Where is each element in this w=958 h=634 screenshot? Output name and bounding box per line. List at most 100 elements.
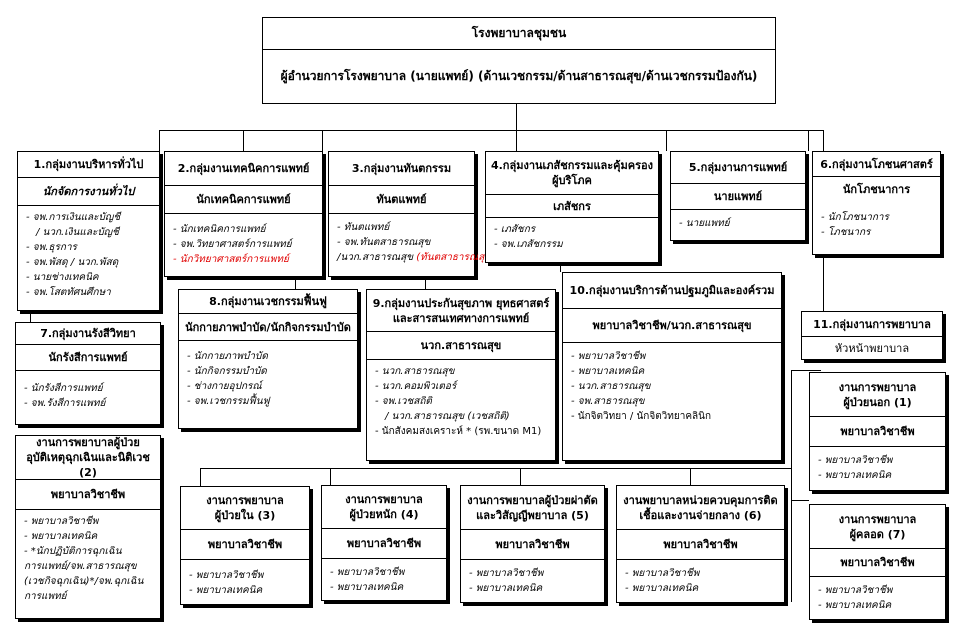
nursing-ic-title-line2: เชื้อและงานจ่ายกลาง (6): [639, 508, 762, 522]
group-10-title: 10.กลุ่มงานบริการด้านปฐมภูมิและองค์รวม: [569, 284, 775, 297]
list-item: - นักสังคมสงเคราะห์ * (รพ.ขนาด M1): [375, 426, 542, 437]
group-6-list: - นักโภชนาการ - โภชนากร: [813, 202, 940, 240]
nursing-opd-title-line2: ผู้ป่วยนอก (1): [843, 395, 912, 409]
group-11-header: 11.กลุ่มงานการพยาบาล: [802, 312, 942, 337]
nursing-icu-position-section: พยาบาลวิชาชีพ: [322, 529, 446, 559]
group-4-list: - เภสัชกร - จพ.เภสัชกรรม: [486, 218, 658, 252]
nursing-opd-header: งานการพยาบาล ผู้ป่วยนอก (1): [810, 373, 945, 417]
group-5-position: นายแพทย์: [713, 190, 763, 203]
connector-g1: [159, 130, 160, 151]
nursing-er-position: พยาบาลวิชาชีพ: [50, 488, 126, 501]
group-4-title-line2: ผู้บริโภค: [552, 174, 592, 187]
nursing-ic-position-section: พยาบาลวิชาชีพ: [617, 530, 784, 560]
group-9-position-section: นวก.สาธารณสุข: [367, 332, 555, 360]
list-item: - จพ.โสตทัศนศึกษา: [26, 287, 111, 298]
list-item: - พยาบาลเทคนิค: [818, 470, 892, 481]
group-1-box: 1.กลุ่มงานบริหารทั่วไป นักจัดการงานทั่วไ…: [17, 151, 160, 311]
list-item: - จพ.เภสัชกรรม: [494, 239, 563, 250]
list-item: - นักโภชนาการ: [821, 212, 889, 223]
connector-n3: [200, 468, 201, 486]
nursing-or-position: พยาบาลวิชาชีพ: [495, 538, 570, 551]
list-item: - จพ.วิทยาศาสตร์การแพทย์: [173, 239, 292, 250]
list-item: - พยาบาลวิชาชีพ: [469, 568, 544, 579]
group-4-header: 4.กลุ่มงานเภสัชกรรมและคุ้มครอง ผู้บริโภค: [486, 152, 658, 195]
nursing-labor-title-line1: งานการพยาบาล: [838, 512, 917, 526]
nursing-ipd-title-line2: ผู้ป่วยใน (3): [214, 509, 276, 522]
group-8-title: 8.กลุ่มงานเวชกรรมฟื้นฟู: [209, 295, 327, 308]
list-item: / นวก.เงินและบัญชี: [36, 227, 119, 238]
list-item: - พยาบาลเทคนิค: [625, 583, 699, 594]
group-9-box: 9.กลุ่มงานประกันสุขภาพ ยุทธศาสตร์ และสาร…: [366, 289, 556, 461]
group-1-position-section: นักจัดการงานทั่วไป: [18, 178, 159, 206]
list-item: / นวก.สาธารณสุข (เวชสถิติ): [385, 411, 510, 422]
list-item-text: /นวก.สาธารณสุข: [337, 252, 414, 263]
connector-g2: [243, 130, 244, 151]
connector-nursing-bus: [200, 468, 792, 469]
group-3-position: ทันตแพทย์: [376, 193, 427, 206]
list-item: - พยาบาลเทคนิค: [571, 366, 645, 377]
connector-n7: [791, 500, 809, 501]
group-5-list: - นายแพทย์: [671, 210, 805, 231]
group-8-box: 8.กลุ่มงานเวชกรรมฟื้นฟู นักกายภาพบำบัด/น…: [178, 289, 358, 429]
group-3-box: 3.กลุ่มงานทันตกรรม ทันตแพทย์ - ทันตแพทย์…: [328, 151, 495, 277]
list-item: - พยาบาลเทคนิค: [189, 585, 263, 596]
director-title: ผู้อำนวยการโรงพยาบาล (นายแพทย์) (ด้านเวช…: [280, 69, 758, 83]
list-item: - พยาบาลวิชาชีพ: [818, 455, 893, 466]
connector-top-down: [516, 104, 517, 130]
group-1-position: นักจัดการงานทั่วไป: [42, 185, 135, 198]
nursing-labor-position-section: พยาบาลวิชาชีพ: [810, 549, 945, 577]
list-item: - พยาบาลวิชาชีพ: [571, 351, 646, 362]
list-item: - นวก.สาธารณสุข: [571, 381, 651, 392]
group-3-title: 3.กลุ่มงานทันตกรรม: [351, 162, 452, 175]
group-2-list: - นักเทคนิคการแพทย์ - จพ.วิทยาศาสตร์การแ…: [165, 214, 322, 267]
list-item: - จพ.ทันตสาธารณสุข: [337, 237, 431, 248]
group-2-title: 2.กลุ่มงานเทคนิคการแพทย์: [177, 162, 310, 175]
group-8-header: 8.กลุ่มงานเวชกรรมฟื้นฟู: [179, 290, 357, 314]
group-10-box: 10.กลุ่มงานบริการด้านปฐมภูมิและองค์รวม พ…: [562, 272, 782, 461]
nursing-labor-header: งานการพยาบาล ผู้คลอด (7): [810, 505, 945, 549]
nursing-opd-position: พยาบาลวิชาชีพ: [840, 425, 915, 438]
list-item: - นักรังสีการแพทย์: [24, 383, 103, 394]
group-4-title-line1: 4.กลุ่มงานเภสัชกรรมและคุ้มครอง: [490, 159, 654, 172]
list-item: - ช่างกายอุปกรณ์: [187, 381, 262, 392]
list-item: - พยาบาลวิชาชีพ: [189, 570, 264, 581]
nursing-labor-list: - พยาบาลวิชาชีพ - พยาบาลเทคนิค: [810, 577, 945, 613]
connector-g3: [322, 130, 323, 151]
group-4-position: เภสัชกร: [553, 199, 591, 213]
nursing-or-title-line2: และวิสัญญีพยาบาล (5): [476, 508, 589, 522]
group-10-position: พยาบาลวิชาชีพ/นวก.สาธารณสุข: [592, 319, 752, 332]
nursing-or-header: งานการพยาบาลผู้ป่วยผ่าตัด และวิสัญญีพยาบ…: [461, 486, 604, 530]
nursing-or-position-section: พยาบาลวิชาชีพ: [461, 530, 604, 560]
list-item: - จพ.พัสดุ / นวก.พัสดุ: [26, 257, 119, 268]
nursing-or-title-line1: งานการพยาบาลผู้ป่วยผ่าตัด: [467, 493, 598, 507]
group-9-title-line1: 9.กลุ่มงานประกันสุขภาพ ยุทธศาสตร์: [372, 296, 550, 310]
list-item: - นักเทคนิคการแพทย์: [173, 224, 266, 235]
group-8-list: - นักกายภาพบำบัด - นักกิจกรรมบำบัด - ช่า…: [179, 341, 357, 409]
list-item: - พยาบาลเทคนิค: [330, 582, 404, 593]
nursing-icu-header: งานการพยาบาล ผู้ป่วยหนัก (4): [322, 486, 446, 529]
group-5-title: 5.กลุ่มงานการแพทย์: [688, 161, 788, 174]
list-item: - จพ.รังสีการแพทย์: [24, 398, 106, 409]
list-item: - นักจิตวิทยา / นักจิตวิทยาคลินิก: [571, 411, 712, 422]
group-5-header: 5.กลุ่มงานการแพทย์: [671, 152, 805, 184]
group-1-title: 1.กลุ่มงานบริหารทั่วไป: [33, 158, 144, 171]
nursing-ipd-position-section: พยาบาลวิชาชีพ: [181, 530, 309, 560]
list-item: - จพ.สาธารณสุข: [571, 396, 645, 407]
nursing-opd-title-line1: งานการพยาบาล: [838, 380, 917, 394]
group-6-header: 6.กลุ่มงานโภชนศาสตร์: [813, 152, 940, 177]
group-11-position-section: หัวหน้าพยาบาล: [802, 337, 942, 359]
list-item: - พยาบาลวิชาชีพ: [24, 516, 99, 527]
nursing-ipd-position: พยาบาลวิชาชีพ: [207, 538, 283, 551]
nursing-er-position-section: พยาบาลวิชาชีพ: [16, 480, 160, 510]
group-11-box: 11.กลุ่มงานการพยาบาล หัวหน้าพยาบาล: [801, 311, 943, 360]
group-11-position: หัวหน้าพยาบาล: [834, 341, 910, 355]
group-4-box: 4.กลุ่มงานเภสัชกรรมและคุ้มครอง ผู้บริโภค…: [485, 151, 659, 263]
connector-g6: [808, 130, 809, 151]
group-7-position: นักรังสีการแพทย์: [48, 351, 128, 364]
nursing-labor-title-line2: ผู้คลอด (7): [849, 527, 906, 541]
nursing-ic-header: งานพยาบาลหน่วยควบคุมการติด เชื้อและงานจ่…: [617, 486, 784, 530]
group-2-position-section: นักเทคนิคการแพทย์: [165, 186, 322, 214]
group-7-position-section: นักรังสีการแพทย์: [16, 345, 160, 371]
list-item: - จพ.เวชสถิติ: [375, 396, 432, 407]
group-4-position-section: เภสัชกร: [486, 195, 658, 218]
